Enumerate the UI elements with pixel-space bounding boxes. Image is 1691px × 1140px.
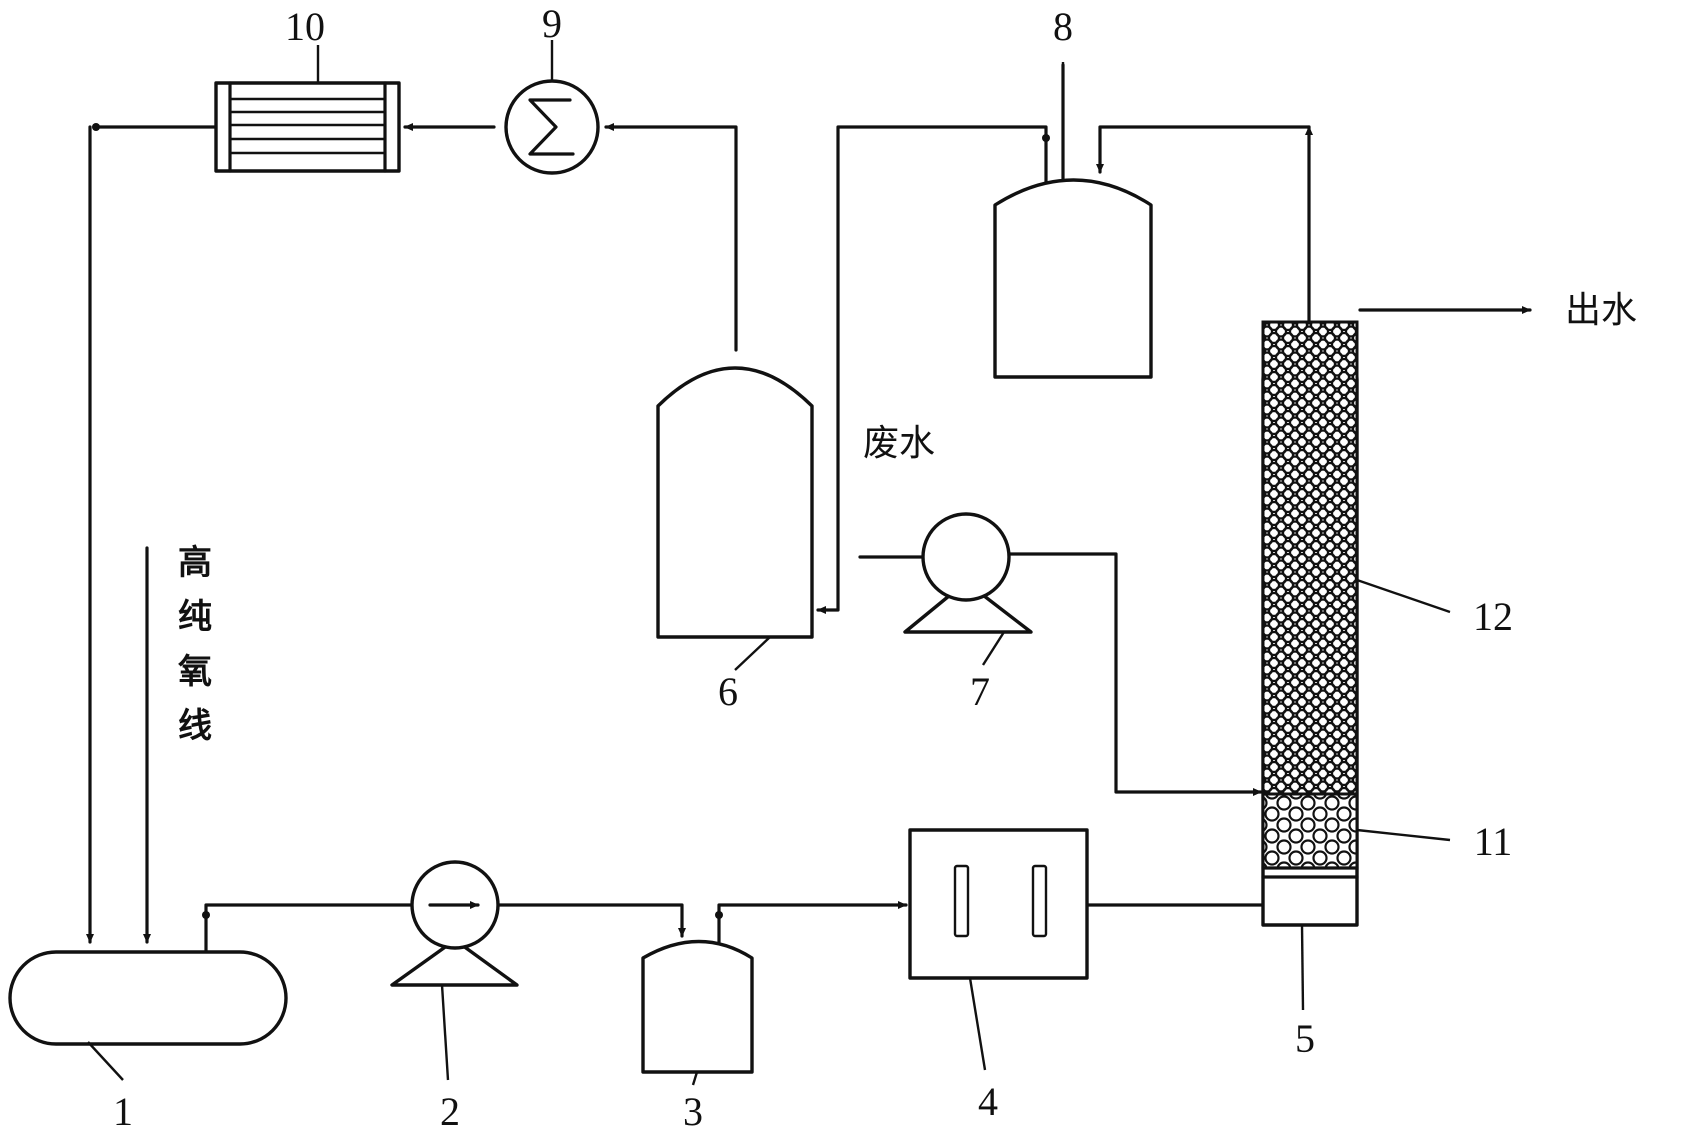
label-12: 12 bbox=[1473, 594, 1513, 639]
wastewater-label: 废水 bbox=[863, 423, 935, 464]
oxygen-storage-tank bbox=[8, 950, 288, 1046]
oxygen-line-char-2: 纯 bbox=[178, 597, 212, 637]
leader-1 bbox=[87, 1041, 124, 1081]
label-3: 3 bbox=[683, 1089, 703, 1134]
label-11: 11 bbox=[1474, 819, 1513, 864]
label-8: 8 bbox=[1053, 4, 1073, 49]
label-5: 5 bbox=[1295, 1016, 1315, 1061]
label-1: 1 bbox=[113, 1089, 133, 1134]
leader-11 bbox=[1356, 828, 1451, 842]
oxygen-line-char-4: 线 bbox=[178, 706, 212, 746]
leader-5 bbox=[1300, 924, 1305, 1011]
gas-mixing-vessel bbox=[641, 939, 754, 1074]
effluent-label: 出水 bbox=[1565, 290, 1637, 331]
leader-2 bbox=[440, 984, 450, 1081]
leader-7 bbox=[981, 631, 1006, 666]
pipe-vessel6-to-flowmeter bbox=[604, 123, 738, 352]
oxygen-line-char-3: 氧 bbox=[178, 652, 212, 692]
label-9: 9 bbox=[542, 1, 562, 46]
label-4: 4 bbox=[978, 1079, 998, 1124]
oxygen-line-char-1: 高 bbox=[178, 543, 212, 583]
pipe-tank1-to-pump2 bbox=[204, 903, 414, 954]
gas-flowmeter bbox=[504, 79, 600, 175]
label-7: 7 bbox=[970, 669, 990, 714]
leader-12 bbox=[1356, 578, 1451, 614]
sigma-icon bbox=[528, 98, 575, 156]
wastewater-pump bbox=[903, 512, 1033, 634]
pipe-pump7-to-column bbox=[1002, 552, 1263, 796]
heat-exchanger bbox=[214, 81, 401, 173]
reactor-column bbox=[1261, 320, 1359, 927]
leader-4 bbox=[968, 977, 987, 1071]
label-6: 6 bbox=[718, 669, 738, 714]
pipe-vessel8-to-vessel6 bbox=[816, 125, 1048, 614]
leader-3 bbox=[691, 1071, 699, 1086]
pipe-pump2-to-vessel3 bbox=[495, 903, 686, 938]
leader-6 bbox=[734, 636, 771, 671]
circulation-pump bbox=[390, 860, 519, 987]
pipe-column-to-vessel8-top bbox=[1096, 125, 1311, 174]
label-10: 10 bbox=[285, 4, 325, 49]
pipe-vessel3-to-unit4 bbox=[717, 901, 908, 944]
off-gas-vessel bbox=[993, 178, 1153, 379]
gas-liquid-separator bbox=[656, 366, 814, 639]
label-2: 2 bbox=[440, 1089, 460, 1134]
ozone-generator bbox=[908, 828, 1089, 980]
